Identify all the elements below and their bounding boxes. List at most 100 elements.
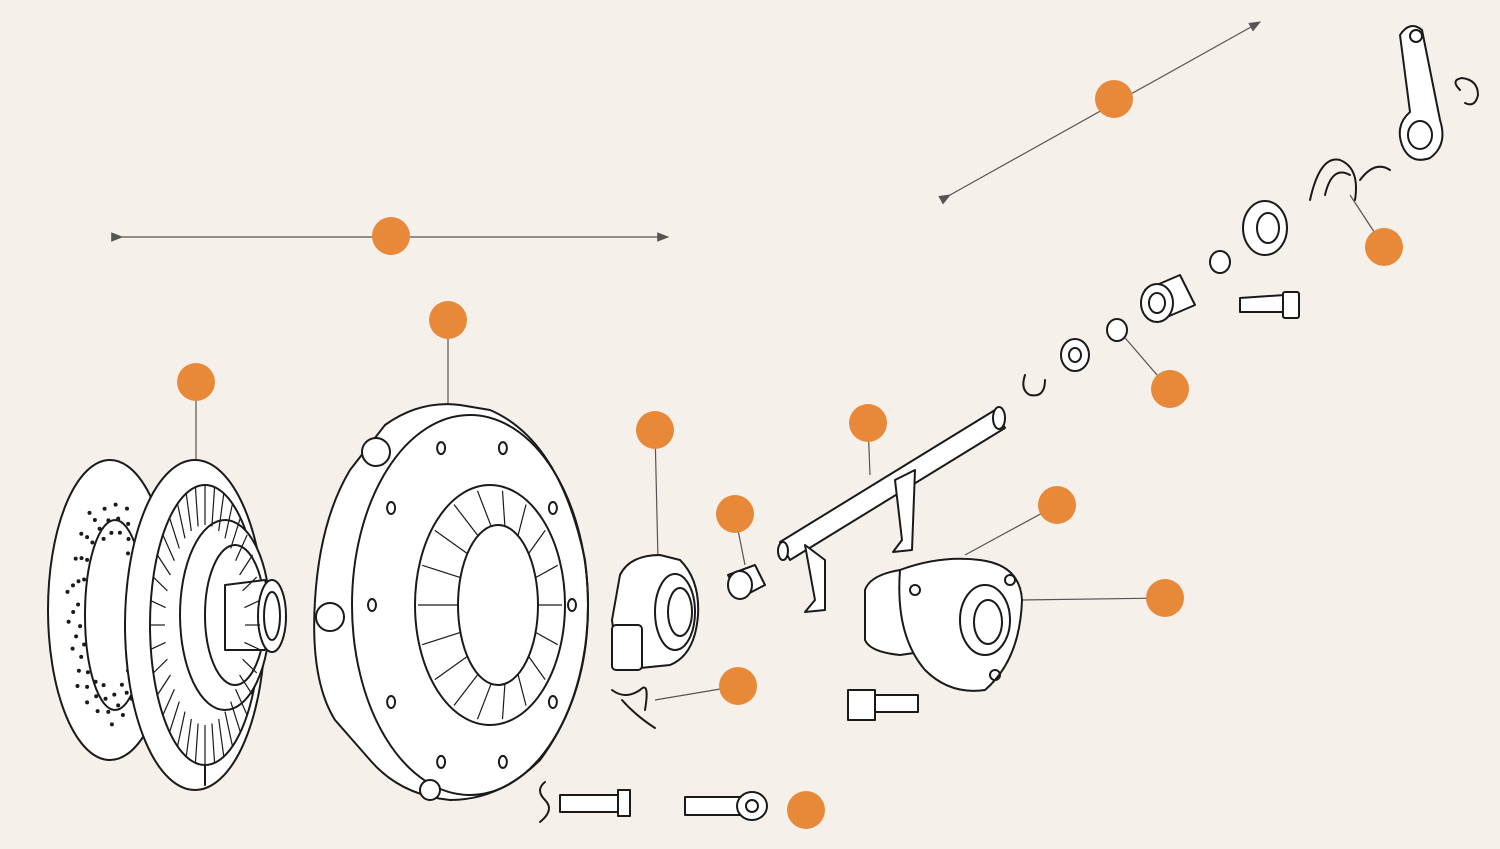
flywheel-dot: [78, 624, 83, 629]
callout-return-spring[interactable]: [1365, 228, 1403, 266]
disc-spoke: [211, 487, 216, 527]
flywheel-dot: [116, 703, 121, 708]
bushing-part: [727, 564, 766, 600]
callout-assembly-group-lower[interactable]: [372, 217, 410, 255]
pressure-plate-part: [313, 403, 589, 801]
disc-spoke: [218, 493, 225, 532]
disc-spoke: [244, 600, 260, 609]
flywheel-dot: [92, 518, 97, 522]
flywheel-dot: [76, 579, 81, 584]
disc-spoke: [239, 674, 254, 696]
disc-spoke: [176, 503, 186, 539]
disc-spoke: [224, 711, 234, 747]
disc-spoke: [235, 689, 248, 716]
plate-bolt-hole: [547, 695, 558, 709]
flywheel-dot: [85, 670, 90, 675]
disc-spoke: [156, 554, 171, 576]
diaphragm-finger: [501, 683, 506, 720]
callout-bearing-housing[interactable]: [1146, 579, 1184, 617]
flywheel-dot: [102, 506, 107, 511]
flywheel-dot: [82, 577, 87, 582]
release-bearing-part: [611, 554, 700, 729]
clutch-disc-part: [124, 459, 287, 791]
callout-retaining-clip[interactable]: [719, 667, 757, 705]
disc-spoke: [194, 487, 199, 527]
disc-spoke: [169, 701, 180, 733]
disc-spoke: [152, 576, 168, 592]
plate-bolt-hole: [497, 754, 508, 769]
disc-spoke: [239, 554, 254, 576]
flywheel-dot: [93, 679, 98, 684]
plate-bolt-hole: [386, 501, 397, 515]
diaphragm-finger: [422, 631, 461, 646]
flywheel-dot: [106, 518, 111, 523]
flywheel-dot: [97, 526, 102, 531]
flywheel-dot: [74, 634, 79, 639]
diaphragm-finger: [528, 656, 546, 680]
plate-bolt-hole: [497, 441, 508, 456]
disc-spoke: [194, 723, 199, 763]
disc-spoke: [169, 517, 180, 549]
plate-bolt-hole: [567, 598, 577, 612]
disc-spoke: [156, 674, 171, 696]
flywheel-dot: [71, 610, 76, 614]
diaphragm-finger: [528, 530, 546, 554]
callout-release-bearing[interactable]: [636, 411, 674, 449]
callout-pressure-plate[interactable]: [429, 301, 467, 339]
flywheel-dot: [95, 709, 100, 714]
disc-spoke: [244, 641, 260, 650]
disc-spoke: [242, 658, 258, 674]
disc-spoke: [185, 493, 192, 532]
flywheel-dot: [76, 602, 81, 607]
plate-bolt-hole: [547, 501, 558, 515]
flywheel-dot: [85, 700, 90, 705]
diaphragm-finger: [476, 683, 492, 720]
disc-spoke: [230, 517, 241, 549]
disc-spoke: [224, 503, 234, 539]
flywheel-dot: [106, 709, 111, 714]
flywheel-dot: [65, 589, 70, 594]
flywheel-dot: [75, 684, 80, 688]
flywheel-dot: [126, 537, 131, 541]
flywheel-dot: [85, 684, 90, 689]
callout-guide-sleeve[interactable]: [1038, 486, 1076, 524]
disc-spoke: [185, 718, 192, 757]
diaphragm-finger: [501, 490, 506, 527]
flywheel-dot: [126, 521, 131, 526]
flywheel-dot: [94, 694, 99, 699]
diaphragm-finger: [453, 504, 479, 537]
disc-spoke: [242, 576, 258, 592]
flywheel-dot: [79, 531, 84, 536]
callout-needle-bearing[interactable]: [1151, 370, 1189, 408]
flywheel-dot: [76, 668, 81, 673]
callout-bolt[interactable]: [787, 791, 825, 829]
lower-fasteners: [539, 689, 919, 823]
disc-spoke: [150, 641, 166, 650]
upper-shaft-small-parts: [1022, 158, 1391, 397]
disc-spoke: [152, 658, 168, 674]
plate-bolt-hole: [436, 441, 447, 456]
disc-spoke: [150, 600, 166, 609]
diaphragm-finger: [517, 674, 527, 706]
diaphragm-finger: [453, 673, 479, 706]
flywheel-dot: [101, 536, 106, 541]
flywheel-dot: [79, 556, 84, 561]
diaphragm-finger: [422, 564, 461, 579]
diaphragm-finger: [535, 564, 558, 579]
release-lever-part: [1398, 25, 1479, 161]
flywheel-dot: [70, 646, 75, 651]
flywheel-dot: [112, 692, 117, 697]
callout-bushing[interactable]: [716, 495, 754, 533]
flywheel-dot: [113, 502, 118, 507]
flywheel-dot: [101, 683, 106, 688]
callout-clutch-disc[interactable]: [177, 363, 215, 401]
flywheel-dot: [85, 557, 90, 562]
flywheel-dot: [85, 535, 90, 540]
disc-spoke: [162, 689, 175, 716]
callout-assembly-group-upper[interactable]: [1095, 80, 1133, 118]
disc-spoke: [218, 718, 225, 757]
flywheel-dot: [87, 510, 92, 515]
callout-release-fork-shaft[interactable]: [849, 404, 887, 442]
disc-spoke: [211, 723, 216, 763]
